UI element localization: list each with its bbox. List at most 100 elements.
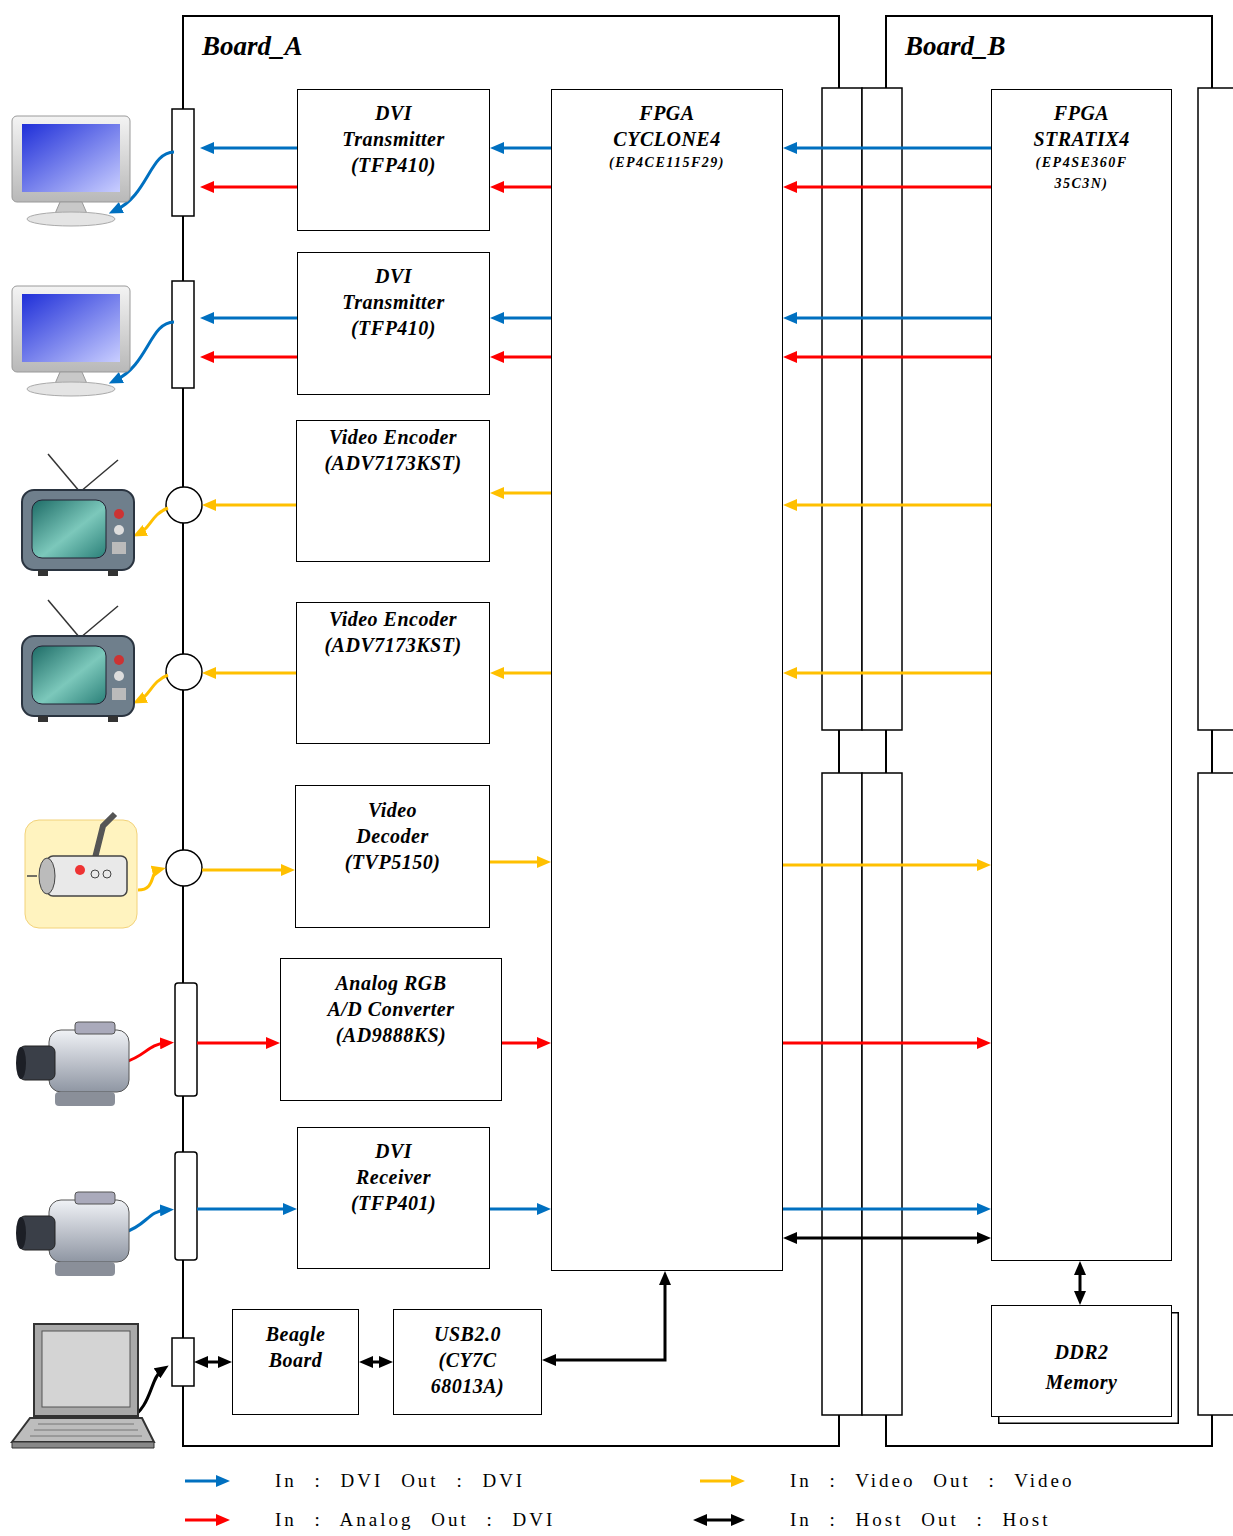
- chip-box: Video Decoder (TVP5150): [295, 785, 490, 928]
- monitor-icon: [12, 286, 130, 396]
- fpga-box: FPGA STRATIX4(EP4SE360F 35C3N): [991, 89, 1172, 1261]
- connector-strip: [822, 88, 862, 730]
- wire-arrow: [210, 504, 296, 507]
- tv-antenna: [80, 606, 118, 638]
- camcorder-glass: [16, 1047, 26, 1079]
- board-outline: Board_BFPGA STRATIX4(EP4SE360F 35C3N)DDR…: [885, 15, 1213, 1447]
- tv-cabinet: [22, 636, 134, 716]
- monitor-icon: [12, 116, 130, 226]
- video-jack: [166, 487, 202, 523]
- chip-box: DVI Transmitter (TFP410): [297, 252, 490, 395]
- monitor-screen: [22, 294, 120, 362]
- chip-label: DVI Receiver (TFP401): [351, 1138, 436, 1216]
- video-jack: [166, 850, 202, 886]
- module-box: Beagle Board: [232, 1309, 359, 1415]
- tv-antenna: [80, 460, 118, 492]
- chip-box: Video Encoder (ADV7173KST): [296, 602, 490, 744]
- tv-foot: [38, 570, 48, 576]
- monitor-bezel: [12, 286, 130, 372]
- camera-ray: [27, 875, 37, 877]
- chip-box: USB2.0 (CY7C 68013A): [393, 1309, 542, 1415]
- tv-antenna: [48, 600, 80, 638]
- chip-label: (EP4CE115F29): [609, 152, 725, 173]
- camcorder-icon: [16, 1192, 129, 1276]
- signal-arrow: [791, 672, 991, 675]
- laptop-keys: [30, 1424, 142, 1436]
- signal-arrow: [791, 1237, 983, 1240]
- chip-label: FPGA STRATIX4: [1033, 100, 1129, 152]
- chip-label: FPGA CYCLONE4: [613, 100, 720, 152]
- signal-arrow: [367, 1361, 385, 1364]
- legend-arrow: [185, 1519, 222, 1522]
- signal-arrow: [791, 317, 991, 320]
- video-camera-icon: [25, 814, 137, 928]
- tv-icon: [22, 454, 134, 576]
- camcorder-base: [55, 1092, 115, 1106]
- board-connector-strip: [822, 88, 1233, 1415]
- chip-box: DVI Transmitter (TFP410): [297, 89, 490, 231]
- chip-box: Analog RGB A/D Converter (AD9888KS): [280, 958, 502, 1101]
- camera-lens: [39, 858, 55, 894]
- tv-knob: [114, 509, 124, 519]
- tv-icon: [22, 600, 134, 722]
- camera-dot: [103, 870, 111, 878]
- signal-arrow: [490, 861, 543, 864]
- connector-strip: [1198, 773, 1233, 1415]
- signal-arrow: [550, 1279, 665, 1360]
- dvi-jack: [175, 1152, 197, 1260]
- laptop-screen: [42, 1331, 130, 1407]
- camcorder-glass: [16, 1217, 26, 1249]
- cable-curve: [138, 870, 158, 890]
- chip-label: Video Decoder (TVP5150): [345, 797, 441, 875]
- camera-arm: [95, 814, 115, 858]
- camcorder-base: [55, 1262, 115, 1276]
- camera-light: [75, 865, 85, 875]
- signal-arrow: [498, 186, 551, 189]
- wire-arrow: [208, 317, 297, 320]
- chip-label: Analog RGB A/D Converter (AD9888KS): [321, 970, 461, 1048]
- camera-body: [47, 856, 127, 896]
- wire-arrow: [202, 869, 287, 872]
- legend-text: In : Host Out : Host: [790, 1508, 1050, 1532]
- tv-screen: [32, 646, 106, 704]
- connector-strip: [862, 773, 902, 1415]
- chip-label: Beagle Board: [266, 1321, 326, 1373]
- laptop-base: [12, 1442, 154, 1448]
- chip-label: DDR2 Memory: [1046, 1337, 1118, 1397]
- chip-label: DVI Transmitter (TFP410): [342, 263, 445, 341]
- laptop-keyboard: [12, 1418, 154, 1442]
- connector-strip: [822, 773, 862, 1415]
- signal-arrow: [498, 317, 551, 320]
- chip-label: (EP4SE360F 35C3N): [1036, 152, 1128, 194]
- connector-strip: [1198, 88, 1233, 730]
- signal-arrow: [498, 492, 551, 495]
- cable-curve: [140, 508, 168, 533]
- signal-arrow: [1079, 1269, 1082, 1297]
- wire-arrow: [208, 147, 297, 150]
- camera-dot: [91, 870, 99, 878]
- chip-label: USB2.0 (CY7C 68013A): [431, 1321, 505, 1399]
- cable-curve: [125, 1210, 166, 1232]
- tv-screen: [32, 500, 106, 558]
- legend-text: In : DVI Out : DVI: [275, 1469, 525, 1493]
- tv-foot: [108, 716, 118, 722]
- board-name: Board_A: [202, 30, 303, 62]
- tv-foot: [108, 570, 118, 576]
- chip-box: Video Encoder (ADV7173KST): [296, 420, 490, 562]
- tv-cabinet: [22, 490, 134, 570]
- wire-arrow: [208, 356, 297, 359]
- tv-knob: [114, 525, 124, 535]
- monitor-screen: [22, 124, 120, 192]
- legend-arrow: [700, 1480, 737, 1483]
- legend-arrow: [701, 1519, 737, 1522]
- vga-jack: [175, 983, 197, 1096]
- signal-arrow: [791, 147, 991, 150]
- dvi-jack: [172, 281, 194, 388]
- wire-arrow: [208, 186, 297, 189]
- tv-speaker: [112, 688, 126, 700]
- connector-strip: [862, 88, 902, 730]
- signal-arrow: [490, 1208, 543, 1211]
- memory-box: DDR2 Memory: [991, 1305, 1172, 1417]
- signal-arrow: [791, 504, 991, 507]
